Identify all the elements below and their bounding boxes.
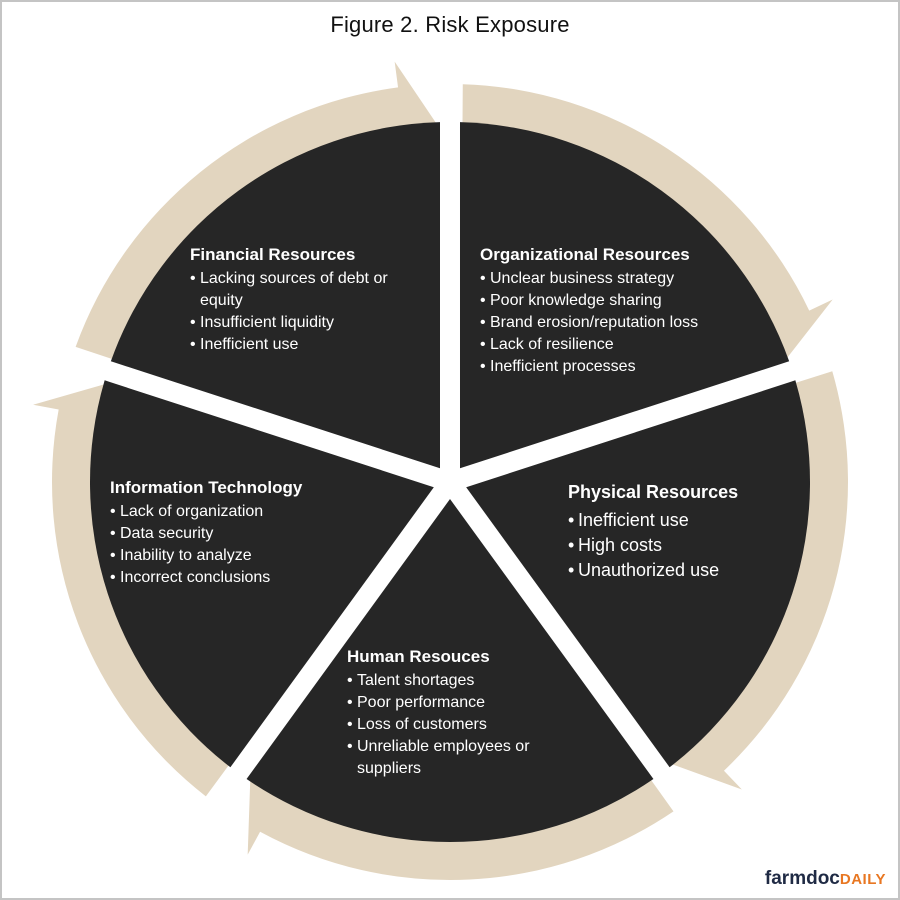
figure-title: Figure 2. Risk Exposure [330,12,570,37]
segment-organizational: Organizational Resources Unclear busines… [480,245,750,378]
risk-item: Insufficient liquidity [190,312,430,334]
cycle-arrow-financial [75,61,439,361]
segment-heading: Human Resouces [347,647,490,666]
risk-item: Unreliable employees or suppliers [347,736,562,780]
cycle-arrow-it [33,383,231,797]
risk-item: Talent shortages [347,670,567,692]
farmdoc-daily-logo: farmdocDAILY [765,868,886,890]
risk-item: Brand erosion/reputation loss [480,312,750,334]
risk-item: Poor performance [347,692,567,714]
cycle-arrow-organizational [462,84,833,361]
segment-physical: Physical Resources Inefficient use High … [568,482,778,583]
risk-item: Incorrect conclusions [110,567,340,589]
risk-item: Lack of organization [110,501,340,523]
cycle-arrow-human [247,772,674,880]
segment-it: Information Technology Lack of organizat… [110,478,340,589]
risk-item: Inability to analyze [110,545,340,567]
segment-heading: Information Technology [110,478,303,497]
risk-item: Loss of customers [347,714,567,736]
risk-item: Poor knowledge sharing [480,290,750,312]
risk-item: Inefficient use [568,508,778,533]
risk-item: High costs [568,533,778,558]
risk-item: Lacking sources of debt or equity [190,268,420,312]
risk-item: Lack of resilience [480,334,750,356]
segment-human: Human Resouces Talent shortages Poor per… [347,647,567,780]
logo-accent: DAILY [839,871,886,888]
segment-financial: Financial Resources Lacking sources of d… [190,245,430,356]
risk-item: Inefficient use [190,334,430,356]
risk-item: Unclear business strategy [480,268,750,290]
segment-heading: Financial Resources [190,245,356,264]
risk-item: Inefficient processes [480,356,750,378]
risk-item: Data security [110,523,340,545]
logo-primary: farmdoc [764,868,840,889]
segment-heading: Organizational Resources [480,245,690,264]
risk-item: Unauthorized use [568,558,778,583]
segment-heading: Physical Resources [568,482,739,502]
